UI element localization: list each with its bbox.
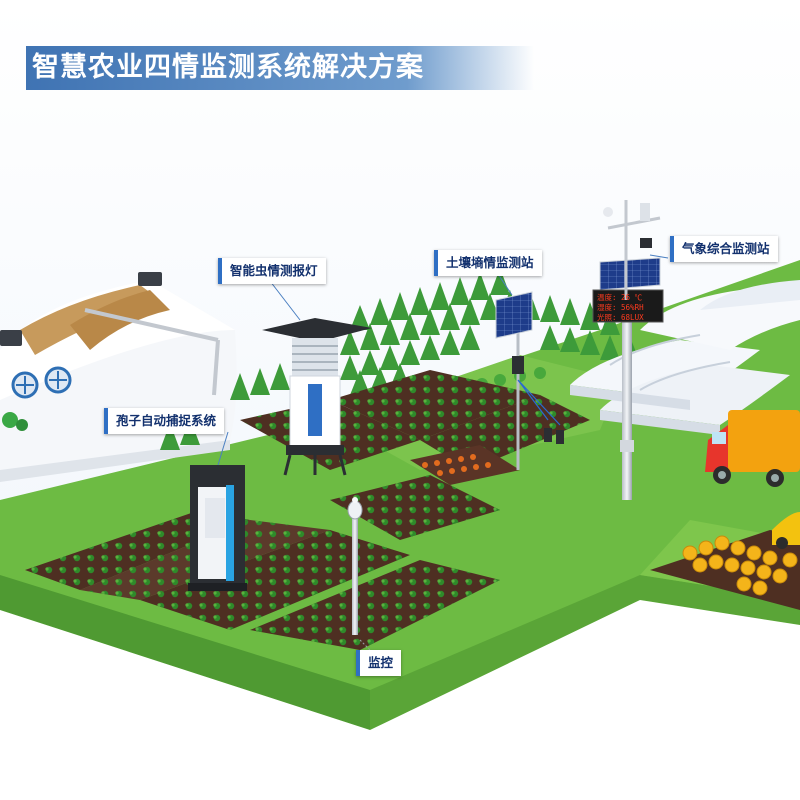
soil-station-device xyxy=(495,291,564,470)
greenhouse-row-right xyxy=(570,280,800,435)
label-weather-station: 气象综合监测站 xyxy=(670,236,778,262)
insect-lamp-device xyxy=(262,318,372,476)
delivery-truck xyxy=(705,410,800,487)
display-line-1: 温度: 26 ℃ xyxy=(597,292,643,302)
label-spore-capture: 孢子自动捕捉系统 xyxy=(104,408,225,434)
label-insect-lamp: 智能虫情测报灯 xyxy=(218,258,326,284)
crop-fields xyxy=(25,370,590,650)
display-line-2: 湿度: 56%RH xyxy=(597,302,644,312)
tractor-yellow xyxy=(772,512,800,549)
label-soil-station: 土壤墒情监测站 xyxy=(434,250,542,276)
melon-field xyxy=(650,530,800,610)
label-camera: 监控 xyxy=(356,650,402,676)
display-line-3: 光照: 68LUX xyxy=(597,312,644,322)
page-title: 智慧农业四情监测系统解决方案 xyxy=(26,46,534,90)
weather-station-device xyxy=(592,200,664,500)
spore-capture-cabinet xyxy=(188,465,247,591)
callout-leaders xyxy=(217,254,669,466)
